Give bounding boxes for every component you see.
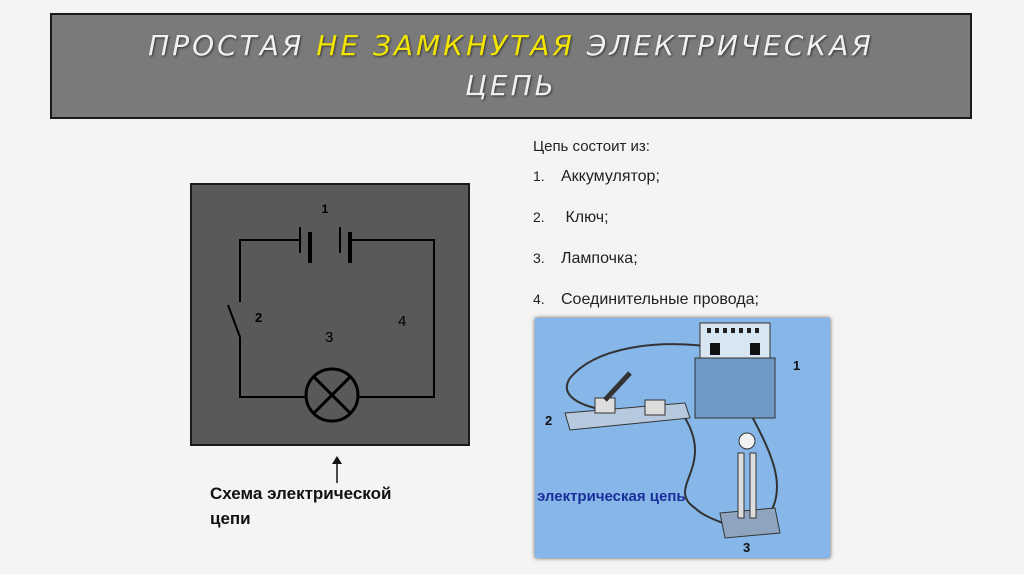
wire-top-left: [239, 239, 300, 302]
photo-number-battery: 1: [793, 358, 801, 373]
switch-lever: [227, 304, 241, 338]
lamp-symbol: [304, 367, 360, 423]
circuit-schema-drawing: 1 2 3 4: [227, 202, 435, 423]
photo-number-switch: 2: [545, 413, 553, 428]
wire-battery-switch: [565, 343, 721, 409]
schema-caption-line-2: цепи: [210, 509, 251, 528]
list-item: 3.Лампочка;: [533, 250, 638, 267]
switch-illustration: [564, 371, 691, 431]
list-item: 1.Аккумулятор;: [533, 168, 660, 185]
label-lamp: 3: [325, 329, 333, 346]
title-part-3: ЭЛЕКТРИЧЕСКАЯ: [574, 29, 874, 62]
lamp-illustration: [719, 432, 781, 539]
schema-caption: Схема электрической цепи: [210, 481, 391, 531]
list-item: 4.Соединительные провода;: [533, 291, 759, 308]
photo-number-lamp: 3: [743, 540, 751, 555]
slide-title: ПРОСТАЯ НЕ ЗАМКНУТАЯ ЭЛЕКТРИЧЕСКАЯ ЦЕПЬ: [50, 13, 972, 119]
photo-label: электрическая цепь: [537, 488, 686, 505]
circuit-photo-drawing: [564, 322, 781, 539]
label-wires: 4: [398, 313, 406, 330]
battery-illustration: [694, 322, 776, 419]
title-part-1: ПРОСТАЯ: [148, 29, 317, 62]
wire-battery-lamp: [749, 412, 778, 514]
title-line-1: ПРОСТАЯ НЕ ЗАМКНУТАЯ ЭЛЕКТРИЧЕСКАЯ: [148, 26, 874, 66]
circuit-photo: электрическая цепь 1 2 3: [535, 318, 830, 558]
lamp-cross-2: [312, 375, 352, 415]
wire-top-right: [350, 239, 435, 398]
schema-caption-line-1: Схема электрической: [210, 484, 392, 503]
label-battery: 1: [322, 202, 329, 216]
label-switch: 2: [255, 310, 262, 325]
composition-heading: Цепь состоит из:: [533, 138, 650, 155]
title-line-2: ЦЕПЬ: [465, 69, 557, 102]
list-item: 2. Ключ;: [533, 209, 609, 226]
arrow-up-icon: [332, 456, 342, 483]
composition-list: 1.Аккумулятор; 2. Ключ; 3.Лампочка; 4.Со…: [533, 168, 759, 332]
title-highlight: НЕ ЗАМКНУТАЯ: [316, 29, 575, 62]
wire-left-bottom: [239, 337, 307, 398]
wire-switch-lamp: [684, 417, 736, 529]
circuit-schema: 1 2 3 4: [190, 183, 470, 446]
